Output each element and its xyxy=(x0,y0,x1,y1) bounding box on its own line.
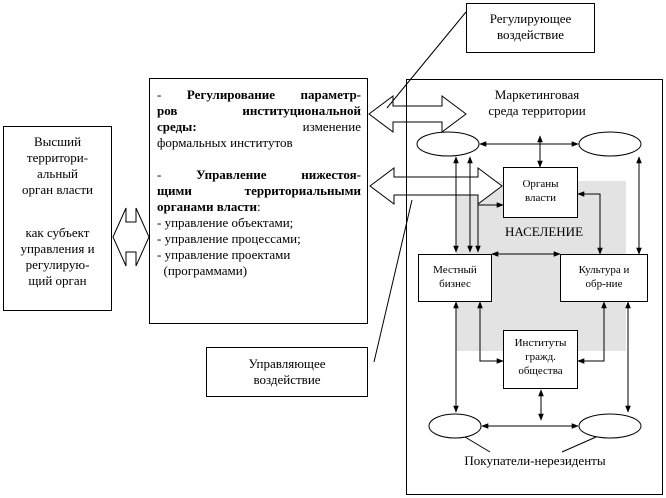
ellipse-bottom-left xyxy=(428,413,482,439)
list-item: - управление объектами; xyxy=(157,215,294,230)
item1-line4: формальных институтов xyxy=(157,135,293,150)
ellipse-top-left xyxy=(416,131,480,157)
authorities-node: Органы власти xyxy=(503,167,578,218)
market-title-line: Маркетинговая xyxy=(494,87,580,102)
callout-line: воздействие xyxy=(496,27,565,42)
local-business-node: Местный бизнес xyxy=(418,254,492,302)
node-label: общества xyxy=(518,365,563,377)
double-arrow-mid-market-top xyxy=(368,95,467,133)
higher-authority-line: альный xyxy=(37,166,78,181)
market-title-line: среда территории xyxy=(488,103,586,118)
double-arrow-left-mid xyxy=(112,207,150,267)
node-label: обр-ние xyxy=(585,278,623,290)
civil-institutes-node: Институты гражд. общества xyxy=(503,330,578,389)
item1-line2: ров институциональной xyxy=(157,103,361,118)
link-authorities-business xyxy=(475,202,504,253)
item2-line1: - Управление нижестоя- xyxy=(157,167,361,182)
higher-authority-box: Высший территори- альный орган власти ка… xyxy=(3,126,112,311)
higher-authority-line: территори- xyxy=(26,150,89,165)
buyers-pointer-right xyxy=(561,436,597,453)
managing-influence-callout: Управляющее воздействие xyxy=(206,347,368,397)
node-label: Органы xyxy=(522,178,559,190)
callout-line-managing xyxy=(373,199,413,363)
higher-authority-line: Высший xyxy=(33,134,82,149)
regulating-influence-callout: Регулирующее воздействие xyxy=(466,3,595,53)
subject-line: щий орган xyxy=(28,273,87,288)
subject-line: управления и xyxy=(20,241,95,256)
functions-box: - Регулирование параметр- ров институцио… xyxy=(149,78,368,324)
node-label: власти xyxy=(525,192,556,204)
population-label: НАСЕЛЕНИЕ xyxy=(504,224,584,239)
callout-line-regulating xyxy=(386,11,467,109)
list-item: - управление проектами xyxy=(157,247,291,262)
link-business-institutes xyxy=(477,301,504,364)
subject-line: как субъект xyxy=(25,225,90,240)
item1-line3: среды: изменение xyxy=(157,119,361,134)
ellipse-top-right xyxy=(578,131,642,157)
market-environment-title: Маркетинговая среда территории xyxy=(452,87,622,119)
higher-authority-title: Высший территори- альный орган власти xyxy=(4,134,111,198)
market-environment-box xyxy=(406,79,663,495)
nonresident-buyers-label: Покупатели-нерезиденты xyxy=(464,453,606,468)
subject-line: регулирую- xyxy=(25,257,90,272)
culture-education-node: Культура и обр-ние xyxy=(560,254,648,302)
callout-line: воздействие xyxy=(253,372,321,387)
higher-authority-line: орган власти xyxy=(22,182,93,197)
list-item: (программами) xyxy=(157,263,248,278)
buyers-pointer-left xyxy=(464,436,491,453)
callout-line: Управляющее xyxy=(248,356,326,371)
list-item: - управление процессами; xyxy=(157,231,301,246)
link-culture-institutes xyxy=(577,301,607,364)
link-authorities-culture xyxy=(577,191,603,255)
item1-line1: - Регулирование параметр- xyxy=(157,87,361,102)
node-label: Местный xyxy=(433,264,477,276)
item2-line2: щими территориальными xyxy=(157,183,361,198)
node-label: гражд. xyxy=(525,351,556,363)
node-label: Культура и xyxy=(578,264,630,276)
callout-line: Регулирующее xyxy=(489,11,572,26)
node-label: Институты xyxy=(514,337,567,349)
item2-line3: органами власти: xyxy=(157,199,261,214)
node-label: бизнес xyxy=(439,278,471,290)
ellipse-bottom-right xyxy=(578,413,642,439)
subject-description: как субъект управления и регулирую- щий … xyxy=(4,225,111,289)
